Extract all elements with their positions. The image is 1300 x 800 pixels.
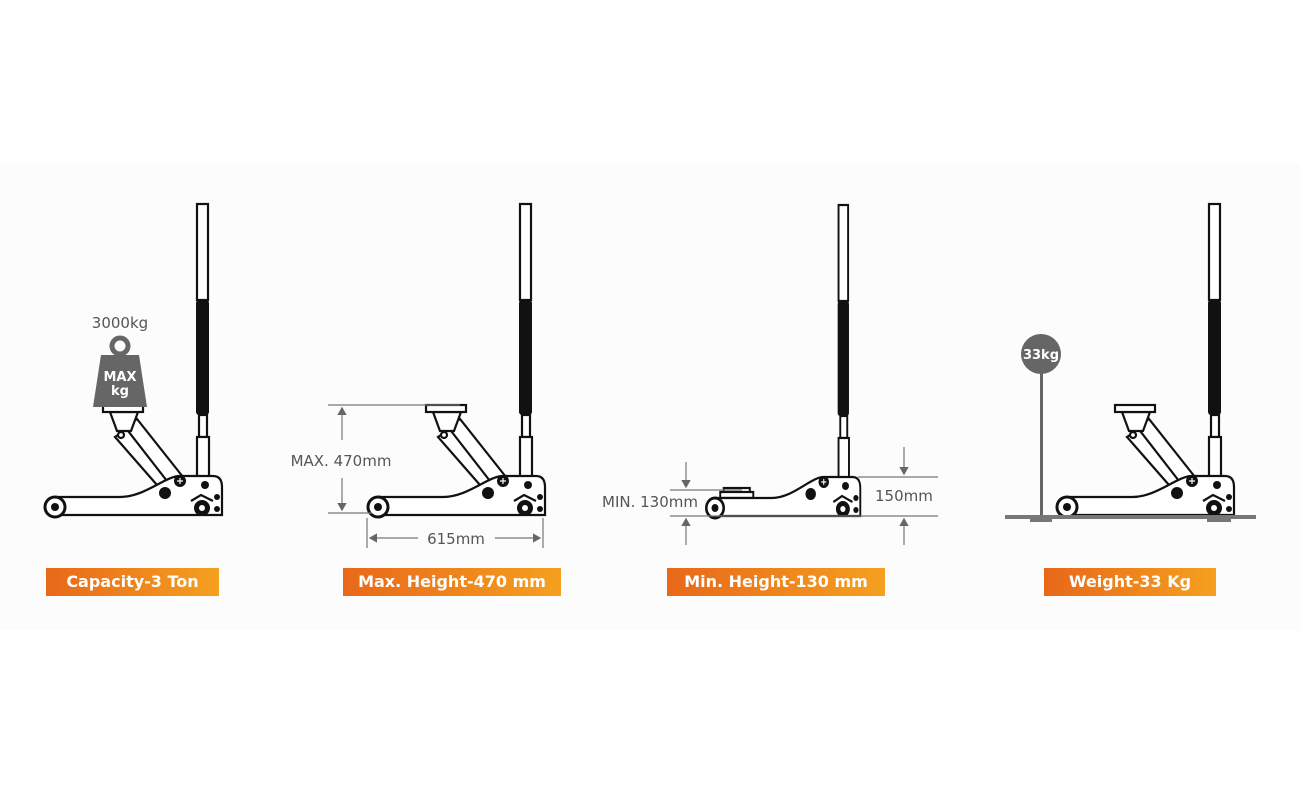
scale-icon: 33kg — [1005, 334, 1256, 522]
weight-text-max: MAX — [103, 370, 136, 385]
weight-badge: 33kg — [1023, 348, 1059, 363]
floor-jack-raised — [366, 202, 547, 519]
min-height-dimension — [670, 447, 938, 545]
max-height-label: Max. Height-470 mm — [343, 568, 561, 596]
body-height-annotation: 150mm — [875, 487, 933, 505]
max-height-annotation: MAX. 470mm — [291, 452, 392, 470]
length-annotation: 615mm — [427, 530, 485, 548]
weight-label: Weight-33 Kg — [1044, 568, 1216, 596]
floor-jack-lowered — [704, 203, 862, 520]
floor-jack-raised — [1055, 202, 1236, 519]
capacity-label: Capacity-3 Ton — [46, 568, 219, 596]
max-height-dimension — [328, 404, 544, 548]
min-height-annotation: MIN. 130mm — [602, 493, 698, 511]
floor-jack-raised — [43, 202, 224, 519]
weight-icon: MAX kg — [93, 335, 147, 407]
background-band — [0, 165, 1300, 630]
capacity-annotation: 3000kg — [92, 314, 148, 332]
weight-text-kg: kg — [111, 384, 129, 399]
min-height-label: Min. Height-130 mm — [667, 568, 885, 596]
